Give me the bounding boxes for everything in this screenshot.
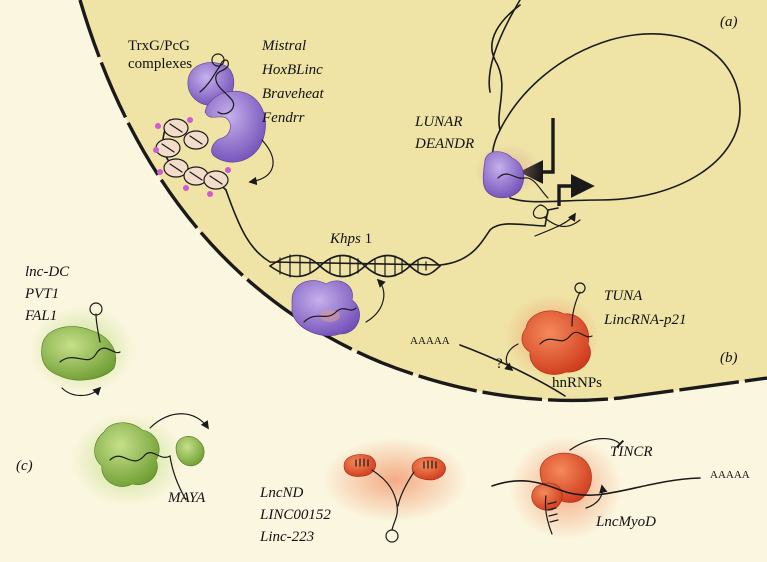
lunar-rna-hairpin	[532, 204, 581, 228]
dna-double-helix	[269, 254, 441, 278]
maya-protein-side	[175, 436, 205, 467]
lncrna-hoxblinc: HoxBLinc	[261, 62, 323, 78]
mrna-strand-b	[459, 344, 566, 397]
panel-label-a: (a)	[720, 14, 738, 30]
lncdc-rna-stem	[95, 313, 101, 343]
upstream-strand	[491, 4, 521, 131]
lncnd-seed-match	[355, 458, 437, 469]
promoter-arrow-right	[557, 174, 595, 206]
lncrna-linc-223: Linc-223	[259, 529, 314, 545]
lncrna-khps1: Khps 1	[329, 231, 372, 247]
tincr-mrna	[491, 477, 701, 496]
lncdc-protein	[41, 326, 116, 381]
tuna-rna-loop	[574, 282, 586, 294]
maya-rna	[109, 452, 187, 501]
trxg-protein-large	[204, 90, 266, 163]
lncrna-lnc-dc: lnc-DC	[25, 264, 70, 280]
hnrnp-label: hnRNPs	[552, 375, 602, 391]
khps-rna	[303, 307, 357, 323]
trxg-label-2: complexes	[128, 56, 192, 72]
polya-tail-b: AAAAA	[410, 335, 450, 347]
lunar-rna	[497, 173, 549, 199]
lncrna-deandr: DEANDR	[414, 136, 474, 152]
lncmyod-protein	[531, 482, 563, 511]
trxg-rna-loop	[211, 53, 225, 67]
lncrna-linc00152: LINC00152	[259, 507, 331, 523]
tincr-inhibit	[569, 438, 625, 451]
lncdc-arrow	[61, 386, 102, 397]
panel-label-b: (b)	[720, 350, 738, 366]
polya-tail-c: AAAAA	[710, 469, 750, 481]
lncrna-lncnd: LncND	[259, 485, 304, 501]
lncnd-glow	[323, 438, 467, 522]
lncdc-rna	[59, 347, 121, 363]
trxg-arrow	[248, 139, 274, 186]
lncrna-tuna: TUNA	[604, 288, 643, 304]
strand-top	[488, 0, 521, 93]
lncnd-protein-right	[411, 456, 446, 481]
maya-arrow	[149, 413, 209, 430]
khps-protein	[291, 280, 360, 337]
lncrna-braveheat: Braveheat	[262, 86, 324, 102]
tuna-rna	[539, 331, 593, 345]
trxg-label-1: TrxG/PcG	[128, 38, 190, 54]
hnrnp-protein	[521, 310, 591, 375]
lncrna-mistral: Mistral	[261, 38, 306, 54]
tuna-arrow	[504, 343, 519, 372]
lncmyod-rna	[544, 495, 559, 535]
lncmyod-arrow	[585, 484, 608, 509]
panel-label-c: (c)	[16, 458, 33, 474]
question-mark: ?	[496, 356, 503, 372]
lncrna-fal1: FAL1	[24, 308, 57, 324]
nuclear-envelope	[78, 0, 767, 403]
lunar-curve-arrow	[534, 212, 576, 237]
lncrna-tincr: TINCR	[610, 444, 653, 460]
tuna-rna-stem	[571, 291, 581, 327]
lncrna-pvt1: PVT1	[24, 286, 59, 302]
khps-arrow	[365, 278, 386, 323]
lncrna-lncmyod: LncMyoD	[595, 514, 656, 530]
lncrna-maya: MAYA	[167, 490, 206, 506]
maya-protein-main	[94, 422, 160, 487]
nucleosomes	[153, 117, 231, 197]
lncnd-rna-loop	[385, 529, 399, 543]
chromatin-loop	[491, 33, 741, 203]
trxg-lncrna	[199, 59, 235, 115]
dna-strand	[225, 189, 559, 266]
lncrna-lincrna-p21: LincRNA-p21	[603, 312, 687, 328]
lncdc-rna-loop	[89, 302, 103, 316]
lncrna-fendrr: Fendrr	[261, 110, 305, 126]
lncrna-lunar: LUNAR	[414, 114, 463, 130]
lncnd-rna-2	[397, 471, 415, 507]
lncnd-rna	[371, 469, 398, 531]
